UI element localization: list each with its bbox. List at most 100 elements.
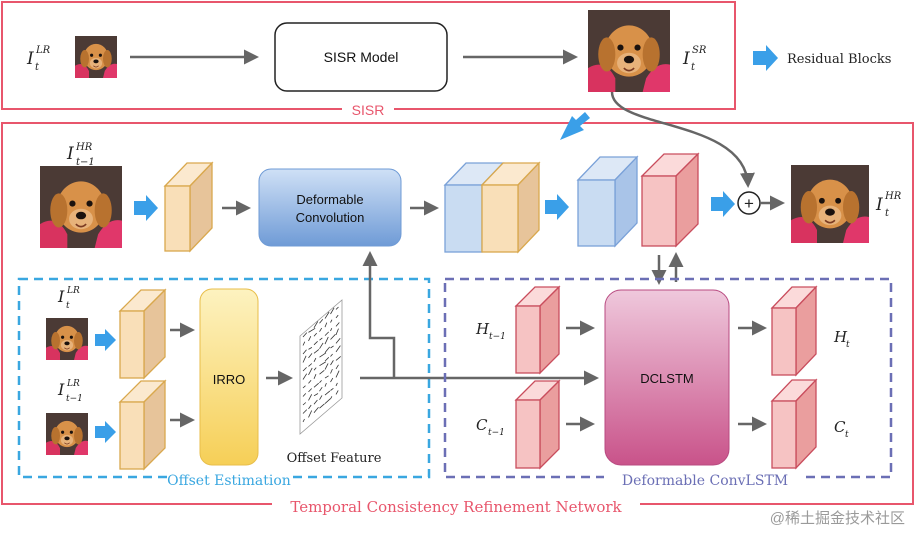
c-out-label: C (834, 418, 846, 436)
offset-vector (319, 380, 322, 383)
offset-vector (335, 356, 341, 361)
offset-vector (335, 390, 339, 395)
offset-vector (302, 349, 307, 355)
prev-hr-label: I (66, 144, 74, 164)
offset-vector (330, 319, 333, 323)
fusion-feature-block-blue (576, 155, 639, 248)
c-prev-block (514, 379, 561, 470)
offset-vector (302, 367, 307, 372)
residual-arrow-2 (545, 194, 569, 220)
offset-vector (324, 357, 330, 362)
offset-feature-label: Offset Feature (287, 451, 382, 466)
offset-vector (308, 394, 313, 401)
offset-vector (313, 367, 317, 371)
offset-vector (324, 346, 331, 353)
offset-vector (302, 409, 308, 414)
sisr-input-sup: LR (35, 45, 51, 56)
offset-vector (324, 390, 331, 396)
offset-in2-feature-block (118, 379, 167, 471)
h-prev-block (514, 285, 561, 375)
offset-vector (335, 345, 341, 353)
offset-vector (308, 347, 313, 350)
offset-in1-sup: LR (66, 286, 80, 296)
sisr-output-sub: t (691, 62, 696, 73)
offset-vector (302, 393, 307, 397)
residual-arrow-diagonal (560, 112, 590, 140)
offset-in1-sub: t (66, 301, 70, 311)
offset-vector (302, 418, 305, 423)
residual-arrow-4 (95, 329, 116, 351)
offset-vector (319, 342, 324, 349)
offset-vector (319, 352, 327, 358)
offset-vector (335, 382, 338, 387)
offset-vector (313, 332, 318, 337)
offset-vector (335, 328, 339, 336)
sisr-section-label: SISR (352, 102, 385, 118)
residual-arrow-3 (711, 191, 735, 217)
offset-vector (330, 387, 334, 391)
offset-vector (313, 382, 319, 388)
watermark: @稀土掘金技术社区 (770, 510, 905, 527)
h-out-label: H (833, 328, 848, 346)
sisr-input-label: I (26, 49, 34, 69)
prev-hr-sub: t−1 (76, 157, 95, 168)
offset-vector (330, 353, 333, 357)
offset-vector (330, 360, 334, 366)
prev-hr-sup: HR (75, 142, 93, 153)
offset-vector (313, 406, 319, 414)
sisr-output-sup: SR (692, 45, 707, 56)
offset-vector (313, 341, 318, 346)
c-out-block (770, 378, 818, 470)
output-hr-sup: HR (884, 191, 902, 202)
offset-vector (302, 373, 308, 380)
output-hr-image (791, 164, 869, 244)
offset-vector (319, 327, 323, 332)
offset-in1-label: I (57, 287, 65, 306)
output-hr-label: I (875, 195, 883, 215)
offset-vector (308, 388, 312, 393)
offset-vector (324, 398, 331, 404)
offset-vector (330, 307, 335, 315)
offset-feature-field (299, 299, 343, 435)
irro-box (199, 288, 259, 466)
h-prev-sub: t−1 (489, 332, 506, 342)
offset-vector (335, 370, 340, 378)
offset-vector (308, 379, 312, 384)
convlstm-section-label: Deformable ConvLSTM (622, 473, 788, 489)
offset-vector (324, 336, 329, 345)
offset-vector (319, 369, 325, 375)
offset-vector (319, 337, 323, 341)
c-prev-sub: t−1 (488, 428, 505, 438)
offset-in2-image (45, 413, 89, 455)
offset-vector (335, 314, 339, 319)
offset-in1-image (45, 318, 89, 360)
offset-vector (313, 393, 319, 397)
offset-in2-sub: t−1 (66, 394, 83, 404)
residual-arrow-1 (134, 195, 158, 221)
offset-vector (302, 341, 306, 346)
offset-vector (319, 361, 326, 367)
c-prev-label: C (476, 416, 488, 434)
prev-hr-image (40, 166, 122, 248)
sisr-model-label: SISR Model (324, 49, 399, 65)
deformable-conv-line2: Convolution (296, 210, 365, 225)
offset-vector (308, 353, 313, 359)
offset-vector (330, 334, 336, 340)
offset-vector (330, 377, 334, 383)
residual-block-legend-icon (753, 45, 778, 71)
convlstm-section (443, 277, 893, 479)
offset-vector (313, 399, 318, 405)
offset-vector (308, 363, 313, 367)
sum-node (737, 191, 761, 215)
offset-vector (313, 357, 317, 362)
h-out-block (770, 285, 818, 377)
trn-section-label: Temporal Consistency Refinement Network (290, 498, 622, 516)
offset-vector (302, 355, 307, 363)
prev-feature-block (163, 161, 214, 253)
offset-vector (302, 385, 306, 389)
offset-vector (319, 403, 325, 409)
offset-vector (302, 402, 307, 406)
offset-vector (324, 322, 328, 328)
offset-vector (330, 368, 333, 374)
